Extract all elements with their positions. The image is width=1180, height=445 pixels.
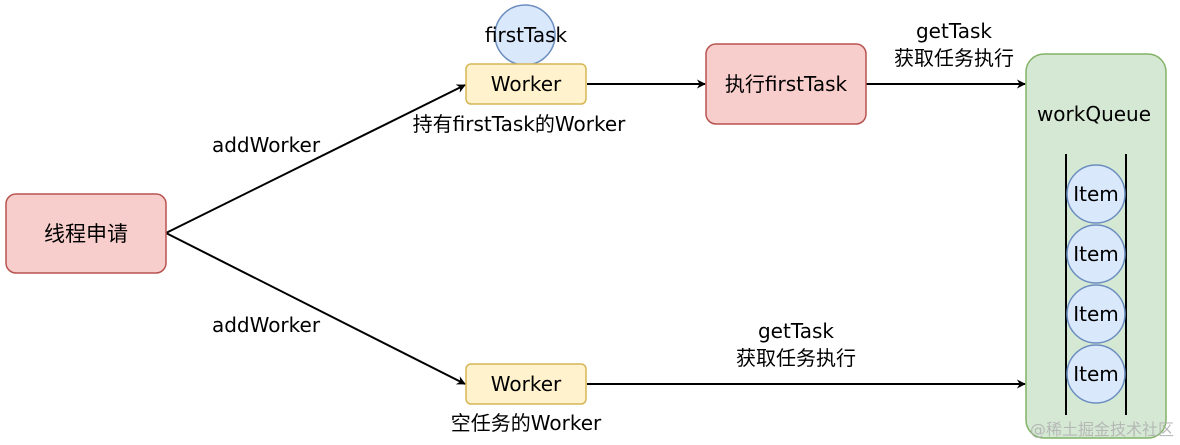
edge-request-to-worker-bottom — [165, 232, 466, 385]
edge-request-to-worker-top — [165, 84, 466, 234]
get-task-bottom-line2: 获取任务执行 — [736, 346, 856, 370]
queue-item-4: Item — [1066, 344, 1126, 404]
queue-item-3-label: Item — [1073, 302, 1119, 326]
queue-item-1: Item — [1066, 164, 1126, 224]
worker-top-label: Worker — [491, 72, 562, 96]
worker-bottom-label: Worker — [491, 372, 562, 396]
queue-item-2-label: Item — [1073, 242, 1119, 266]
work-queue-node: workQueue Item Item Item Item — [1025, 53, 1167, 439]
worker-bottom-caption: 空任务的Worker — [451, 411, 602, 435]
first-task-circle-label: firstTask — [485, 23, 568, 47]
work-queue-label: workQueue — [1037, 102, 1151, 126]
add-worker-bottom-label: addWorker — [212, 313, 321, 337]
execute-first-task-label: 执行firstTask — [725, 72, 848, 96]
get-task-top-line2: 获取任务执行 — [894, 46, 1014, 70]
worker-top-node: Worker — [465, 63, 587, 105]
get-task-bottom-line1: getTask — [758, 319, 834, 343]
execute-first-task-node: 执行firstTask — [705, 43, 867, 125]
get-task-top-line1: getTask — [916, 19, 992, 43]
first-task-circle: firstTask — [485, 4, 568, 66]
thread-request-node: 线程申请 — [5, 193, 167, 274]
add-worker-top-label: addWorker — [212, 133, 321, 157]
queue-item-2: Item — [1066, 224, 1126, 284]
worker-top-caption: 持有firstTask的Worker — [413, 112, 626, 136]
queue-item-4-label: Item — [1073, 362, 1119, 386]
queue-item-1-label: Item — [1073, 182, 1119, 206]
thread-request-label: 线程申请 — [44, 222, 128, 246]
watermark: @稀土掘金技术社区 — [1030, 420, 1174, 439]
worker-bottom-node: Worker — [465, 363, 587, 405]
queue-item-3: Item — [1066, 284, 1126, 344]
